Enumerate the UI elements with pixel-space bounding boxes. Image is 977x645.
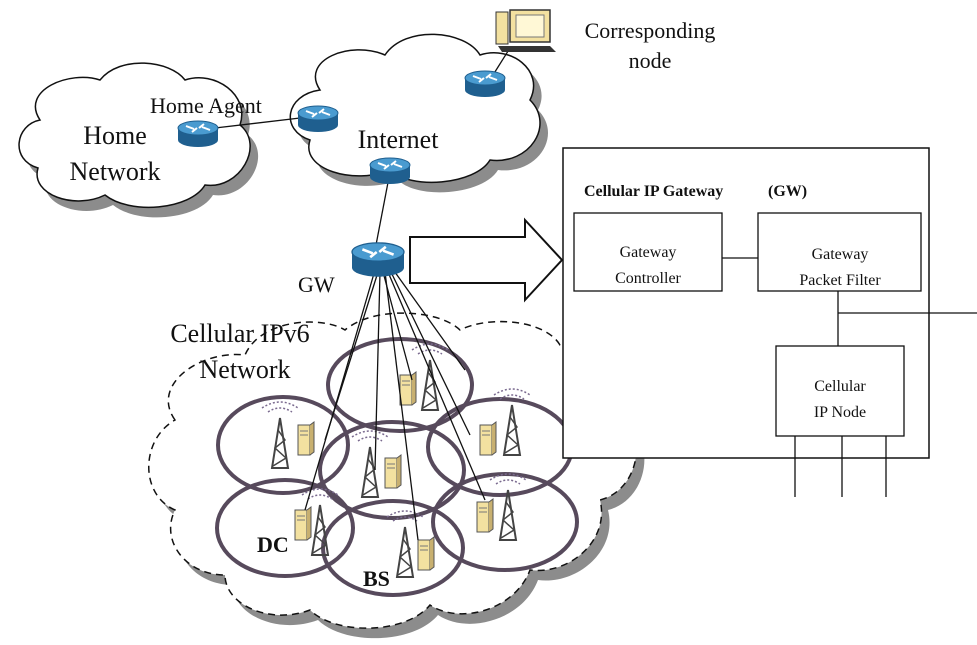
cell-ring <box>215 478 355 578</box>
bs-label: BS <box>363 566 390 591</box>
corresponding-node-label-1: Corresponding <box>585 18 716 43</box>
server-icon <box>297 421 315 456</box>
cellular-ip-node-box <box>775 345 905 437</box>
gateway-panel-title: Cellular IP Gateway <box>584 183 723 200</box>
cell-ring <box>216 395 350 495</box>
server-icon <box>476 498 494 533</box>
dc-label: DC <box>257 532 289 557</box>
links <box>214 47 511 541</box>
server-icon <box>384 454 402 489</box>
corresponding-node-label-2: node <box>629 48 672 73</box>
router-icon-gw <box>350 241 406 279</box>
gateway-panel-title-suffix: (GW) <box>768 183 807 200</box>
router-icon-internet-right <box>464 70 506 98</box>
router-icon-internet-left <box>297 105 339 133</box>
cell-ring <box>318 420 466 520</box>
cellular-network-label-2: Network <box>200 355 291 384</box>
cell-ring <box>321 499 465 597</box>
gateway-packet-filter-box <box>757 212 922 292</box>
server-icon <box>294 506 312 541</box>
arrow-icon <box>409 217 564 303</box>
cellular-ip-node-label-1: Cellular <box>814 378 866 395</box>
cellular-network-label-1: Cellular IPv6 <box>170 319 309 348</box>
gateway-panel: Cellular IP Gateway (GW) Gateway Control… <box>562 147 977 497</box>
router-icon-internet-bottom <box>369 157 411 185</box>
packet-filter-label-1: Gateway <box>812 246 869 263</box>
home-agent-label: Home Agent <box>150 93 262 118</box>
gateway-controller-box <box>573 212 723 292</box>
internet-label: Internet <box>358 125 440 154</box>
gateway-controller-label-1: Gateway <box>620 244 677 261</box>
server-icon <box>479 421 497 456</box>
gw-label: GW <box>298 272 335 297</box>
packet-filter-label-2: Packet Filter <box>799 272 881 289</box>
gateway-controller-label-2: Controller <box>615 270 681 287</box>
router-icon-home-agent <box>177 120 219 148</box>
server-icon <box>417 536 435 571</box>
cell-ring <box>326 337 474 433</box>
home-network-label-2: Network <box>70 157 161 186</box>
home-network-label-1: Home <box>83 121 147 150</box>
server-icon <box>399 371 417 406</box>
cellular-ip-node-label-2: IP Node <box>814 404 866 421</box>
home-network-cloud: Home Network <box>18 62 259 218</box>
computer-icon <box>495 9 556 52</box>
